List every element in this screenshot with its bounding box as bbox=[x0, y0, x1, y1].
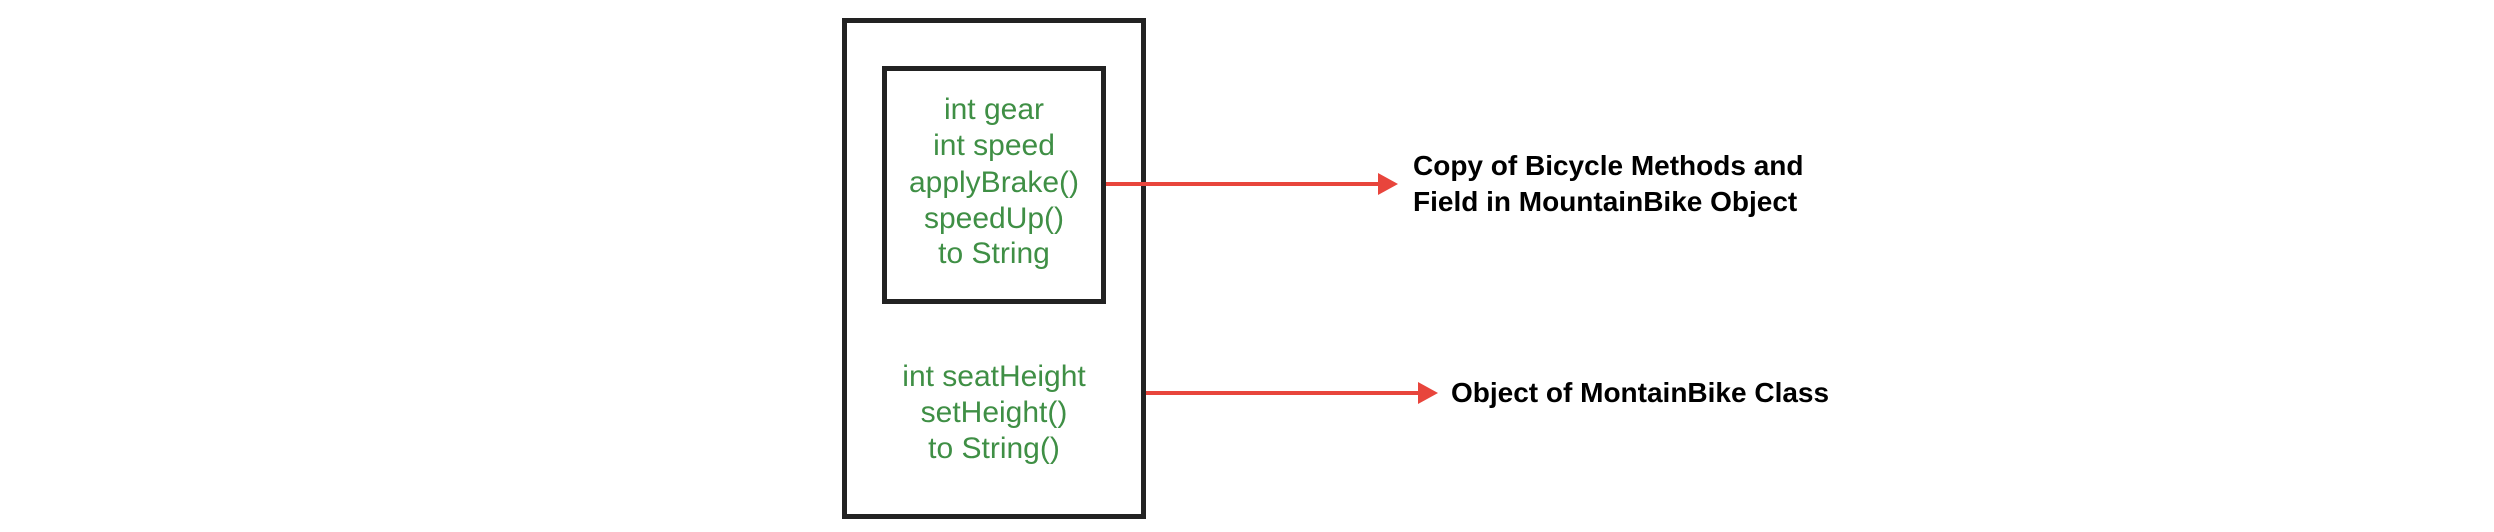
field-int-gear: int gear bbox=[943, 93, 1045, 126]
field-int-speed: int speed bbox=[933, 129, 1055, 162]
method-tostring: to String bbox=[938, 237, 1050, 270]
method-tostring-outer: to String() bbox=[928, 432, 1060, 465]
method-setheight: setHeight() bbox=[920, 396, 1068, 429]
method-applybrake: applyBrake() bbox=[908, 166, 1080, 199]
label-copy-line1: Copy of Bicycle Methods and bbox=[1413, 150, 1804, 181]
arrow-copy bbox=[1106, 173, 1398, 195]
arrow-object bbox=[1146, 382, 1438, 404]
field-int-seatheight: int seatHeight bbox=[902, 360, 1086, 393]
method-speedup: speedUp() bbox=[923, 202, 1065, 235]
label-object: Object of MontainBike Class bbox=[1451, 377, 1830, 408]
bicycle-copy-box bbox=[882, 66, 1106, 304]
label-copy-line2: Field in MountainBike Object bbox=[1413, 186, 1798, 217]
